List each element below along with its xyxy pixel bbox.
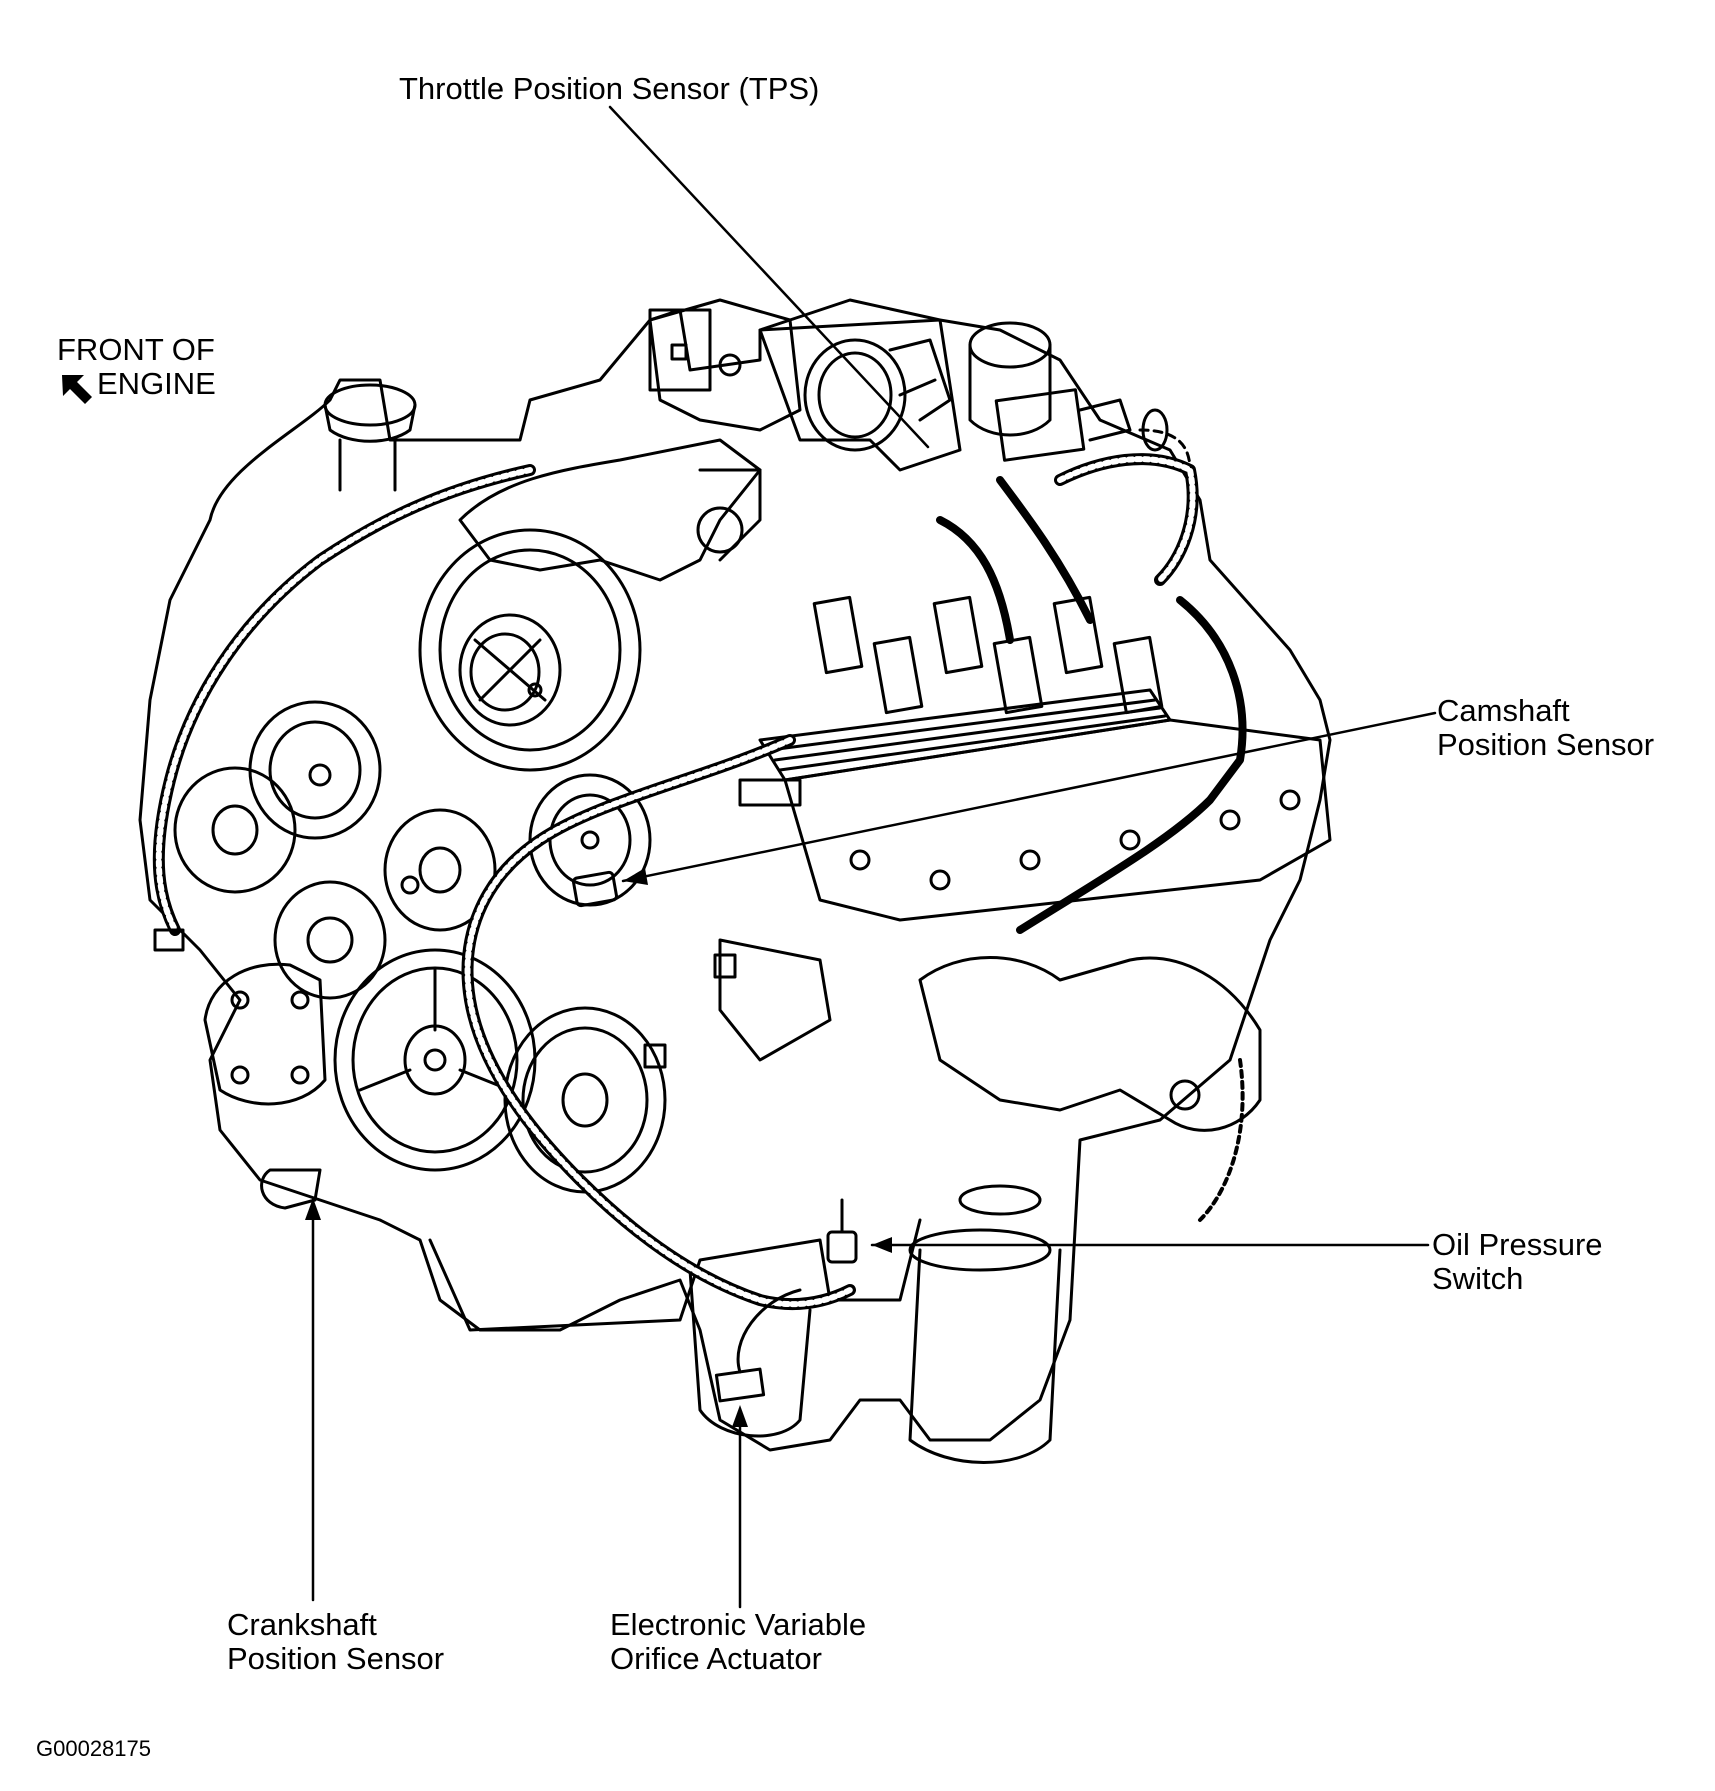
oil-filler-cap xyxy=(323,383,417,492)
camshaft-sensor-body xyxy=(572,870,618,908)
exhaust-manifold xyxy=(918,956,1262,1132)
label-camshaft-line1: Camshaft xyxy=(1437,693,1570,728)
crank-sensor-bracket xyxy=(260,1168,322,1210)
valve-cover xyxy=(783,718,1332,922)
connector-lead-evo xyxy=(736,1288,802,1374)
alternator xyxy=(418,528,642,772)
arrow-upleft-icon xyxy=(62,375,92,404)
label-oil-line2: Switch xyxy=(1432,1261,1524,1296)
label-crank-line2: Position Sensor xyxy=(227,1641,445,1676)
label-oil-line1: Oil Pressure xyxy=(1432,1227,1603,1262)
pulley-idler-lower xyxy=(273,880,387,1000)
upper-right-module xyxy=(968,321,1192,472)
cam-sensor-bracket xyxy=(643,938,832,1069)
label-crank-line1: Crankshaft xyxy=(227,1607,377,1642)
label-tps: Throttle Position Sensor (TPS) xyxy=(399,71,820,106)
figure-id: G00028175 xyxy=(36,1736,151,1761)
label-front-line1: FRONT OF xyxy=(57,332,215,367)
flywheel-edge xyxy=(1198,1058,1245,1222)
pulley-upper-left xyxy=(248,700,382,840)
engine-outline xyxy=(138,298,1332,1452)
valve-cover-bolts xyxy=(849,789,1301,891)
label-camshaft-line2: Position Sensor xyxy=(1437,727,1655,762)
oil-pan xyxy=(428,1184,1062,1464)
throttle-body xyxy=(648,308,962,472)
pulley-middle xyxy=(383,808,497,932)
power-steering-pump xyxy=(203,962,327,1106)
label-evo-line2: Orifice Actuator xyxy=(610,1641,822,1676)
leader-lines xyxy=(311,105,1437,1609)
ignition-coils xyxy=(812,595,1164,715)
wiring-harness xyxy=(152,453,1247,1311)
fuel-rail xyxy=(738,688,1172,807)
label-evo-line1: Electronic Variable xyxy=(610,1607,867,1642)
harmonic-balancer xyxy=(503,1006,667,1194)
crankshaft-pulley xyxy=(333,948,537,1172)
pulley-idler-left xyxy=(173,766,297,894)
intake-plenum xyxy=(458,438,762,582)
label-front-line2: ENGINE xyxy=(97,366,216,401)
connector-evo xyxy=(714,1367,766,1403)
connector-left xyxy=(153,928,185,952)
oil-pressure-switch-body xyxy=(826,1198,858,1264)
leader-arrowheads xyxy=(305,868,892,1427)
